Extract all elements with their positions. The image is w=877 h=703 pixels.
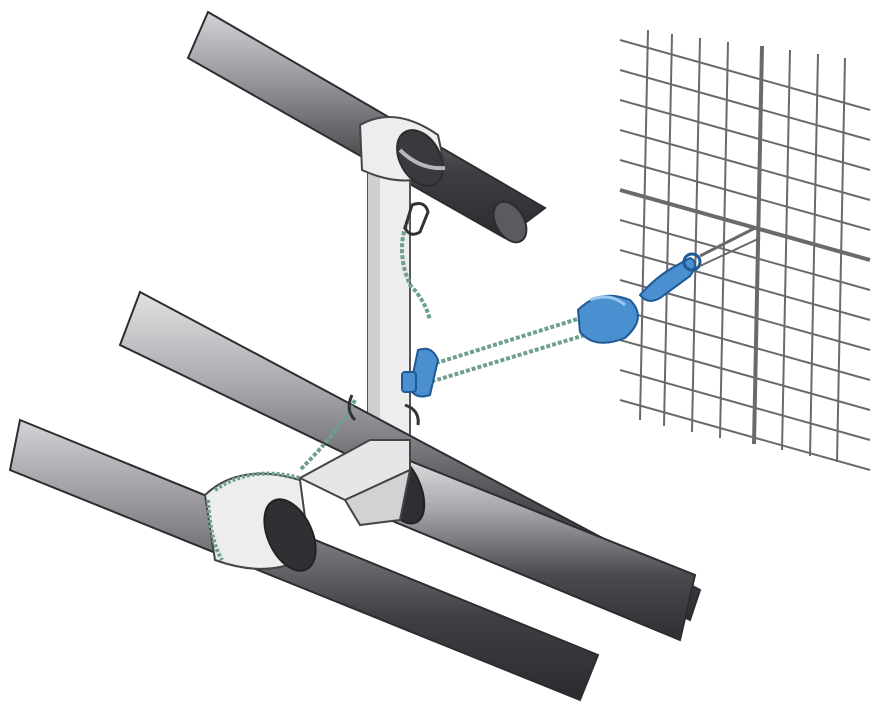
mesh-vertical-strand xyxy=(691,37,701,433)
mesh-vertical-strand xyxy=(809,53,819,457)
mesh-horizontal-strand xyxy=(619,339,871,411)
mesh-horizontal-strand xyxy=(619,159,871,231)
base-coupler xyxy=(297,439,412,527)
mesh-horizontal-strand xyxy=(619,219,871,291)
mesh-horizontal-strand xyxy=(619,249,871,321)
mesh-horizontal-strand xyxy=(619,369,871,441)
upper-rope-loop xyxy=(399,219,432,321)
safety-mesh-net xyxy=(619,29,871,471)
top-pipe-clamp xyxy=(358,116,447,187)
mesh-horizontal-strand xyxy=(619,99,871,171)
vertical-post xyxy=(367,168,411,442)
mesh-horizontal-strand xyxy=(619,129,871,201)
base-hooks xyxy=(347,394,420,426)
mesh-horizontal-strand xyxy=(619,309,871,381)
tension-ropes xyxy=(298,219,601,472)
lower-tension-rope xyxy=(419,330,596,387)
rope-to-clamp xyxy=(298,399,357,472)
inline-tensioner xyxy=(576,294,639,344)
mesh-vertical-strand xyxy=(781,49,791,451)
carabiner-icon xyxy=(403,202,430,236)
rope-tensioner-icon xyxy=(401,347,440,398)
mesh-vertical-strand xyxy=(663,33,673,427)
bottom-pipe-clamp xyxy=(203,471,317,572)
mesh-vertical-strand xyxy=(719,41,729,439)
mesh-vertical-strand xyxy=(836,57,846,463)
mesh-horizontal-strand xyxy=(619,39,871,111)
mesh-horizontal-strand xyxy=(619,399,871,471)
mesh-vertical-strand xyxy=(639,29,649,421)
snap-hook-icon xyxy=(638,226,761,302)
mesh-horizontal-strand xyxy=(619,69,871,141)
mesh-horizontal-strand xyxy=(619,188,871,262)
mesh-vertical-strand xyxy=(752,45,764,445)
